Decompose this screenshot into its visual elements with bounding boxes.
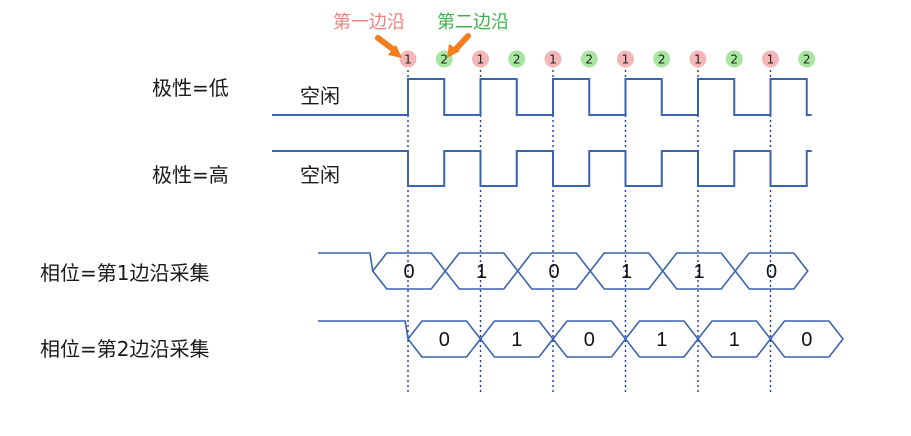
edge-marker-number: 2 (513, 53, 521, 67)
edge-marker-number: 2 (585, 53, 593, 67)
edge-marker-circle (472, 50, 489, 68)
polarity-low-label: 极性=低 (152, 76, 229, 100)
data-first-edge: 0 1 0 1 1 0 (318, 252, 809, 290)
data-bit-value: 1 (693, 261, 704, 283)
data-bit-value: 0 (584, 329, 595, 351)
first-edge-arrow-head (388, 45, 402, 58)
edge-marker-circle (544, 50, 562, 68)
idle-label-low: 空闲 (300, 84, 340, 108)
clock-polarity-low (272, 78, 812, 116)
edge-marker-circle (762, 50, 779, 68)
edge-marker-number: 2 (440, 53, 448, 67)
data-second-edge: 0 1 0 1 1 0 (318, 320, 845, 358)
edge-marker-number: 1 (622, 53, 630, 67)
phase-first-edge-label: 相位=第1边沿采集 (40, 261, 209, 285)
data-cell (734, 252, 809, 290)
data-second-edge-idle-line (318, 320, 409, 340)
edge-marker-circle (653, 50, 671, 68)
edge-marker-circle (725, 50, 743, 68)
phase-second-edge-label: 相位=第2边沿采集 (40, 337, 209, 361)
clock-waveforms (272, 78, 812, 187)
data-bit-value: 0 (403, 261, 414, 283)
data-bit-value: 1 (621, 261, 632, 283)
edge-marker-number: 1 (694, 53, 702, 67)
edge-marker-number: 1 (549, 53, 557, 67)
edge-marker-circle (798, 50, 816, 68)
idle-label-high: 空闲 (300, 163, 340, 187)
polarity-high-label: 极性=高 (152, 163, 229, 187)
edge-marker-number: 2 (658, 53, 666, 67)
clock-polarity-high (272, 150, 812, 187)
edge-marker-circle (580, 50, 598, 68)
edge-marker-circle (689, 50, 707, 68)
second-edge-arrow-head (447, 44, 460, 58)
edge-arrows (375, 33, 471, 58)
edge-marker-number: 1 (767, 53, 775, 67)
edge-marker-circle (617, 50, 634, 68)
second-edge-label: 第二边沿 (437, 12, 509, 33)
edge-marker-number: 1 (477, 53, 485, 67)
edge-marker-number: 2 (803, 53, 811, 67)
first-edge-label: 第一边沿 (333, 12, 405, 33)
data-cell (769, 320, 845, 358)
first-edge-arrow-shaft (375, 35, 397, 53)
data-bit-value: 0 (548, 261, 559, 283)
data-bit-value: 0 (439, 329, 450, 351)
data-bit-value: 1 (656, 329, 667, 351)
data-bit-value: 0 (801, 329, 812, 351)
edge-markers: 1 2 1 2 1 2 1 2 1 2 1 2 (399, 50, 816, 68)
data-first-edge-idle-line (318, 252, 374, 272)
data-bit-value: 1 (511, 329, 522, 351)
edge-marker-circle (399, 50, 417, 68)
data-bit-value: 1 (729, 329, 740, 351)
data-bit-value: 1 (476, 261, 487, 283)
second-edge-arrow-shaft (452, 33, 471, 53)
edge-marker-number: 1 (404, 53, 412, 67)
data-bit-value: 0 (766, 261, 777, 283)
edge-marker-circle (508, 50, 526, 68)
edge-marker-number: 2 (730, 53, 738, 67)
